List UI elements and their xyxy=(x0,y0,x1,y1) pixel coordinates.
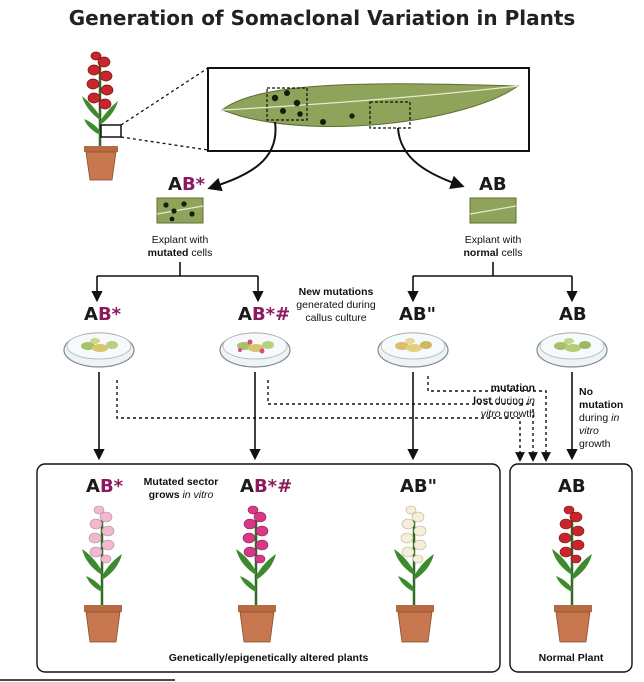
normal-plant-box xyxy=(509,463,633,673)
petri-dish-lost xyxy=(377,332,449,368)
label-ab-mutated-explant: AB* xyxy=(168,174,206,195)
label-ab-lost-plant: AB" xyxy=(400,476,438,497)
petri-dish-new-mutated xyxy=(219,332,291,368)
explant-mutated xyxy=(156,197,204,224)
normal-region-box xyxy=(369,101,411,129)
plant-mutated-pink xyxy=(82,505,122,643)
altered-plants-box xyxy=(36,463,501,673)
plant-lost-cream xyxy=(394,505,434,643)
source-plant-flowers xyxy=(86,51,114,110)
label-ab-normal-dish: AB xyxy=(559,304,587,325)
caption-normal-plant: Normal Plant xyxy=(538,652,604,664)
source-plant-pot xyxy=(84,146,118,152)
label-ab-new-mutated-dish: AB*# xyxy=(238,304,291,325)
mutated-region-box xyxy=(266,87,308,121)
plant-mutated-magenta xyxy=(236,505,276,643)
label-ab-new-mutated-plant: AB*# xyxy=(240,476,293,497)
label-ab-lost-dish: AB" xyxy=(399,304,437,325)
label-ab-mutated-dish: AB* xyxy=(84,304,122,325)
label-ab-mutated-plant: AB* xyxy=(86,476,124,497)
caption-mutation-lost: mutation lost during in vitro growth xyxy=(473,382,535,420)
leaf-sample-box xyxy=(100,124,122,138)
label-ab-normal-plant: AB xyxy=(558,476,586,497)
petri-dish-normal xyxy=(536,332,608,368)
label-ab-normal-explant: AB xyxy=(479,174,507,195)
source-plant xyxy=(82,51,122,181)
caption-altered-plants: Genetically/epigenetically altered plant… xyxy=(168,652,369,664)
caption-no-mutation: No mutation during in vitro growth xyxy=(579,386,624,450)
explant-normal xyxy=(469,197,517,224)
diagram-title: Generation of Somaclonal Variation in Pl… xyxy=(68,6,576,30)
leaf xyxy=(220,83,520,129)
petri-dish-mutated xyxy=(63,332,135,368)
plant-normal-red xyxy=(552,505,592,643)
